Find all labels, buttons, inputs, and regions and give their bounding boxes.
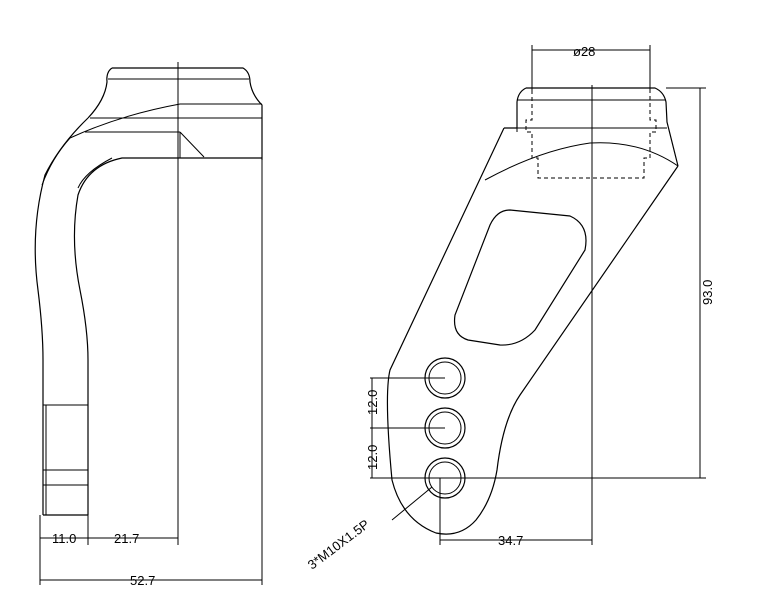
- front-view-top-cap-left: [504, 87, 527, 129]
- side-view-angled-face: [69, 103, 262, 139]
- front-view: ø28: [305, 44, 715, 572]
- side-view-inner-profile: [73, 157, 262, 515]
- dim-12-lower-label: 12.0: [365, 445, 380, 470]
- thread-callout: 3*M10X1.5P: [305, 516, 372, 572]
- dim-34-label: 34.7: [498, 533, 523, 548]
- side-view-top-cap: [112, 67, 263, 160]
- side-view-inner-profile-2: [77, 157, 113, 189]
- front-view-top-cap: [526, 87, 679, 167]
- side-view-chamfer: [179, 131, 205, 158]
- front-view-outer-profile: [386, 127, 679, 535]
- dim-21-label: 21.7: [114, 531, 139, 546]
- front-view-arc: [484, 142, 679, 181]
- thread-leader: [391, 486, 433, 521]
- dim-93-label: 93.0: [700, 280, 715, 305]
- dim-dia-label: ø28: [573, 44, 595, 59]
- side-view-outer-profile-2: [41, 137, 71, 186]
- dim-52-label: 52.7: [130, 573, 155, 588]
- dim-11-label: 11.0: [52, 531, 76, 546]
- front-view-hidden-bore: [525, 90, 657, 179]
- front-view-slot: [453, 209, 587, 346]
- side-view: 11.0 21.7 52.7: [34, 62, 263, 588]
- dim-12-upper-label: 12.0: [365, 390, 380, 415]
- side-view-cap-left: [87, 67, 113, 119]
- side-view-outer-profile: [34, 117, 89, 515]
